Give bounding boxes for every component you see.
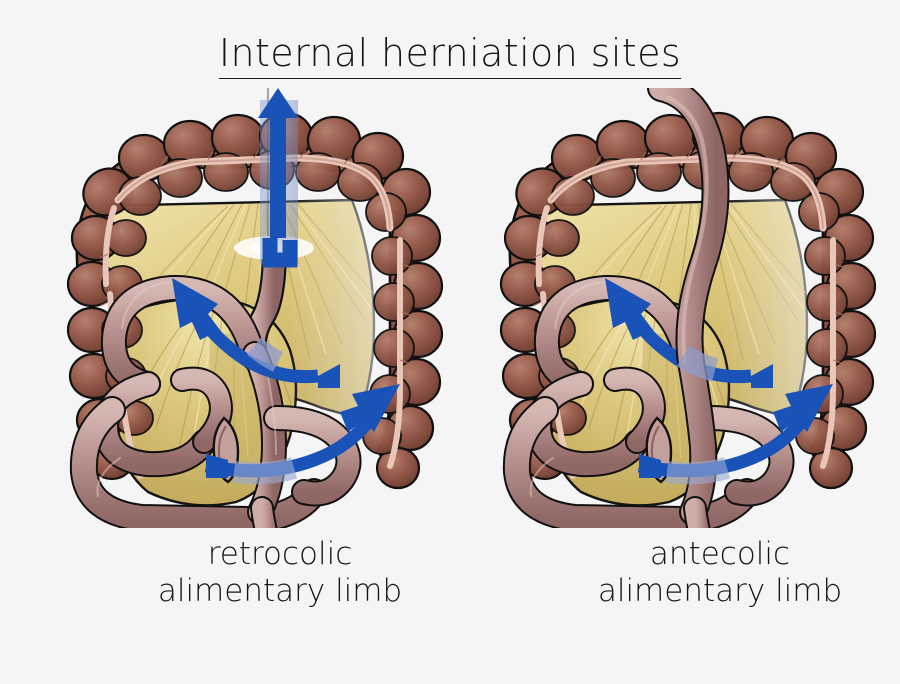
antecolic-alimentary-limb [647, 88, 730, 528]
arrow-petersen-band [676, 345, 719, 382]
caption-retrocolic-line2: alimentary limb [157, 572, 403, 609]
small-bowel-loops [69, 274, 362, 528]
figure-antecolic [455, 88, 885, 528]
caption-antecolic-line2: alimentary limb [597, 572, 843, 609]
caption-retrocolic-line1: retrocolic [207, 536, 353, 572]
caption-retrocolic: retrocolic alimentary limb [60, 536, 500, 609]
page-title: Internal herniation sites [0, 33, 900, 79]
colon [499, 111, 877, 490]
retrocolic-diagram [66, 88, 444, 528]
arrow-transmesocolic [258, 88, 298, 268]
colon [66, 111, 444, 490]
small-bowel-loops [502, 274, 795, 528]
arrow-jejunojejunostomy [637, 384, 833, 485]
arrow-petersen-upper [172, 278, 340, 388]
caption-antecolic: antecolic alimentary limb [500, 536, 900, 609]
hernia-arrows [172, 88, 400, 485]
caption-antecolic-line1: antecolic [649, 536, 791, 572]
antecolic-diagram [499, 88, 877, 528]
arrow-jejunojejunostomy [204, 384, 400, 485]
page-title-text: Internal herniation sites [218, 33, 682, 79]
figure-retrocolic [22, 88, 452, 528]
